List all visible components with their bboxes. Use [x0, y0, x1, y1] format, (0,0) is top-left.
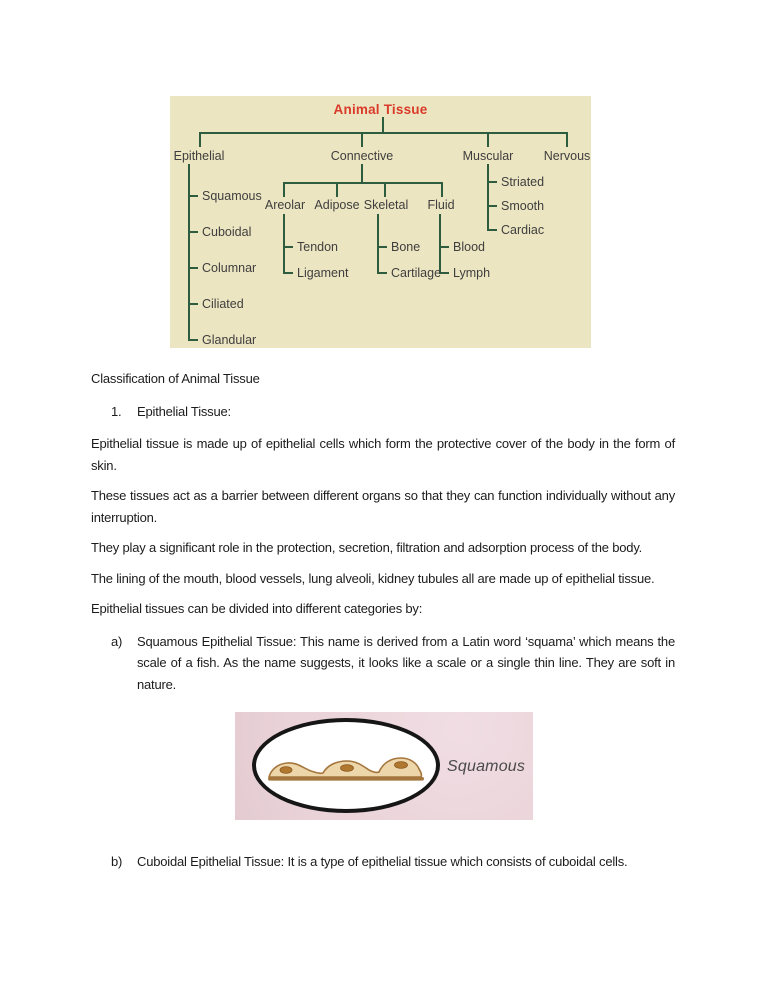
node-tendon: Tendon — [297, 240, 339, 254]
connector-line — [566, 132, 568, 147]
connector-line — [336, 182, 338, 197]
node-cuboidal: Cuboidal — [202, 225, 252, 239]
connector-line — [188, 267, 198, 269]
node-adipose: Adipose — [314, 198, 360, 212]
node-lymph: Lymph — [453, 266, 491, 280]
node-columnar: Columnar — [202, 261, 257, 275]
node-bone: Bone — [391, 240, 421, 254]
node-epithelial: Epithelial — [173, 149, 225, 163]
connector-line — [188, 303, 198, 305]
squamous-figure: Squamous — [235, 712, 533, 820]
animal-tissue-tree-diagram: Animal Tissue — [170, 96, 591, 348]
section-heading: Classification of Animal Tissue — [91, 371, 260, 386]
node-glandular: Glandular — [202, 333, 257, 347]
node-cardiac: Cardiac — [501, 223, 545, 237]
node-ciliated: Ciliated — [202, 297, 244, 311]
connector-line — [439, 214, 441, 274]
node-blood: Blood — [453, 240, 485, 254]
paragraph: The lining of the mouth, blood vessels, … — [91, 570, 655, 586]
connector-line — [361, 132, 363, 147]
connector-line — [487, 164, 489, 231]
connector-line — [487, 229, 497, 231]
connector-line — [487, 205, 497, 207]
connector-line — [441, 182, 443, 197]
connector-line — [377, 272, 387, 274]
document-body: Classification of Animal Tissue 1. Epith… — [91, 368, 675, 884]
paragraph: Epithelial tissue is made up of epitheli… — [91, 436, 675, 473]
connector-line — [377, 246, 387, 248]
node-muscular: Muscular — [462, 149, 514, 163]
connector-line — [487, 181, 497, 183]
connector-line — [439, 272, 449, 274]
paragraph: Epithelial tissues can be divided into d… — [91, 601, 423, 616]
node-striated: Striated — [501, 175, 545, 189]
list-item-b: b) Cuboidal Epithelial Tissue: It is a t… — [91, 851, 675, 873]
node-nervous: Nervous — [543, 149, 591, 163]
figure-caption: Squamous — [447, 758, 526, 775]
list-marker: b) — [111, 854, 123, 869]
connector-line — [188, 195, 198, 197]
connector-line — [283, 246, 293, 248]
paragraph: They play a significant role in the prot… — [91, 540, 643, 555]
node-squamous: Squamous — [202, 189, 262, 203]
connector-line — [188, 231, 198, 233]
connector-line — [439, 246, 449, 248]
node-cartilage: Cartilage — [391, 266, 442, 280]
connector-line — [283, 272, 293, 274]
connector-line — [199, 132, 568, 134]
node-smooth: Smooth — [501, 199, 545, 213]
connector-line — [382, 117, 384, 133]
connector-line — [283, 214, 285, 274]
list-item-text: Cuboidal Epithelial Tissue: It is a type… — [137, 854, 628, 869]
connector-line — [188, 339, 198, 341]
connector-line — [199, 132, 201, 147]
list-item-a: a) Squamous Epithelial Tissue: This name… — [91, 631, 675, 696]
connector-line — [188, 164, 190, 341]
node-areolar: Areolar — [264, 198, 306, 212]
diagram-title: Animal Tissue — [333, 102, 428, 117]
squamous-cells-illustration — [268, 757, 424, 781]
list-marker: 1. — [111, 403, 122, 419]
numbered-item-text: Epithelial Tissue: — [137, 403, 231, 419]
connector-line — [384, 182, 386, 197]
node-ligament: Ligament — [297, 266, 349, 280]
node-skeletal: Skeletal — [363, 198, 409, 212]
numbered-item-1: 1. Epithelial Tissue: — [91, 401, 675, 423]
list-marker: a) — [111, 633, 123, 649]
connector-line — [361, 164, 363, 184]
connector-line — [377, 214, 379, 274]
list-item-text: Squamous Epithelial Tissue: This name is… — [137, 633, 675, 692]
paragraph: These tissues act as a barrier between d… — [91, 488, 675, 525]
connector-line — [487, 132, 489, 147]
connector-line — [283, 182, 443, 184]
node-connective: Connective — [330, 149, 394, 163]
node-fluid: Fluid — [427, 198, 455, 212]
connector-line — [283, 182, 285, 197]
